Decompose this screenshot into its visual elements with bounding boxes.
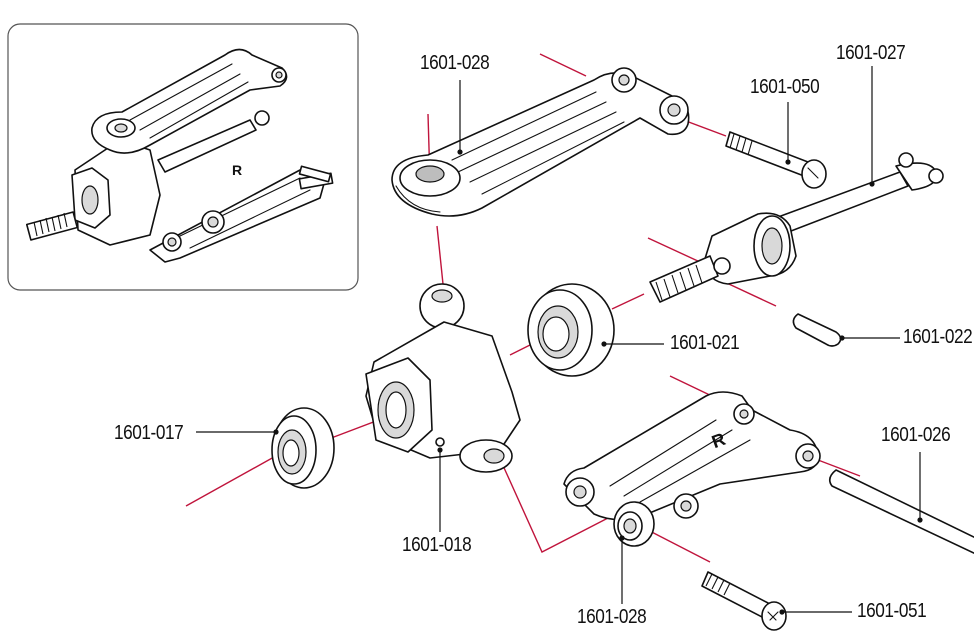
lower-arm-part: R	[563, 391, 821, 521]
label-driveshaft: 1601-027	[836, 42, 906, 64]
axle-pin-part	[792, 313, 842, 347]
outer-bearing-part	[527, 283, 615, 377]
inset-assembled-view: R	[7, 23, 359, 291]
label-lower-screw: 1601-051	[857, 600, 927, 622]
upper-arm-part	[391, 67, 690, 217]
label-outer-bearing: 1601-021	[670, 332, 740, 354]
label-pivot-rod: 1601-026	[881, 424, 951, 446]
label-upper-arm-pin: 1601-050	[750, 76, 820, 98]
callout-leaders	[196, 66, 921, 613]
label-axle-pin: 1601-022	[903, 326, 973, 348]
svg-text:R: R	[232, 162, 242, 178]
upper-arm-pin-part	[725, 131, 827, 189]
label-inner-bearing: 1601-017	[114, 422, 184, 444]
lower-bushing-part	[613, 501, 655, 547]
label-upright: 1601-018	[402, 534, 472, 556]
lower-screw-part	[701, 571, 787, 631]
pivot-rod-part	[828, 469, 974, 555]
upright-part	[365, 283, 521, 473]
inner-bearing-part	[271, 407, 335, 489]
driveshaft-part	[649, 152, 944, 303]
callout-dots	[273, 149, 923, 615]
svg-text:R: R	[709, 429, 728, 452]
label-lower-bushing: 1601-028	[577, 606, 647, 628]
label-upper-arm: 1601-028	[420, 52, 490, 74]
